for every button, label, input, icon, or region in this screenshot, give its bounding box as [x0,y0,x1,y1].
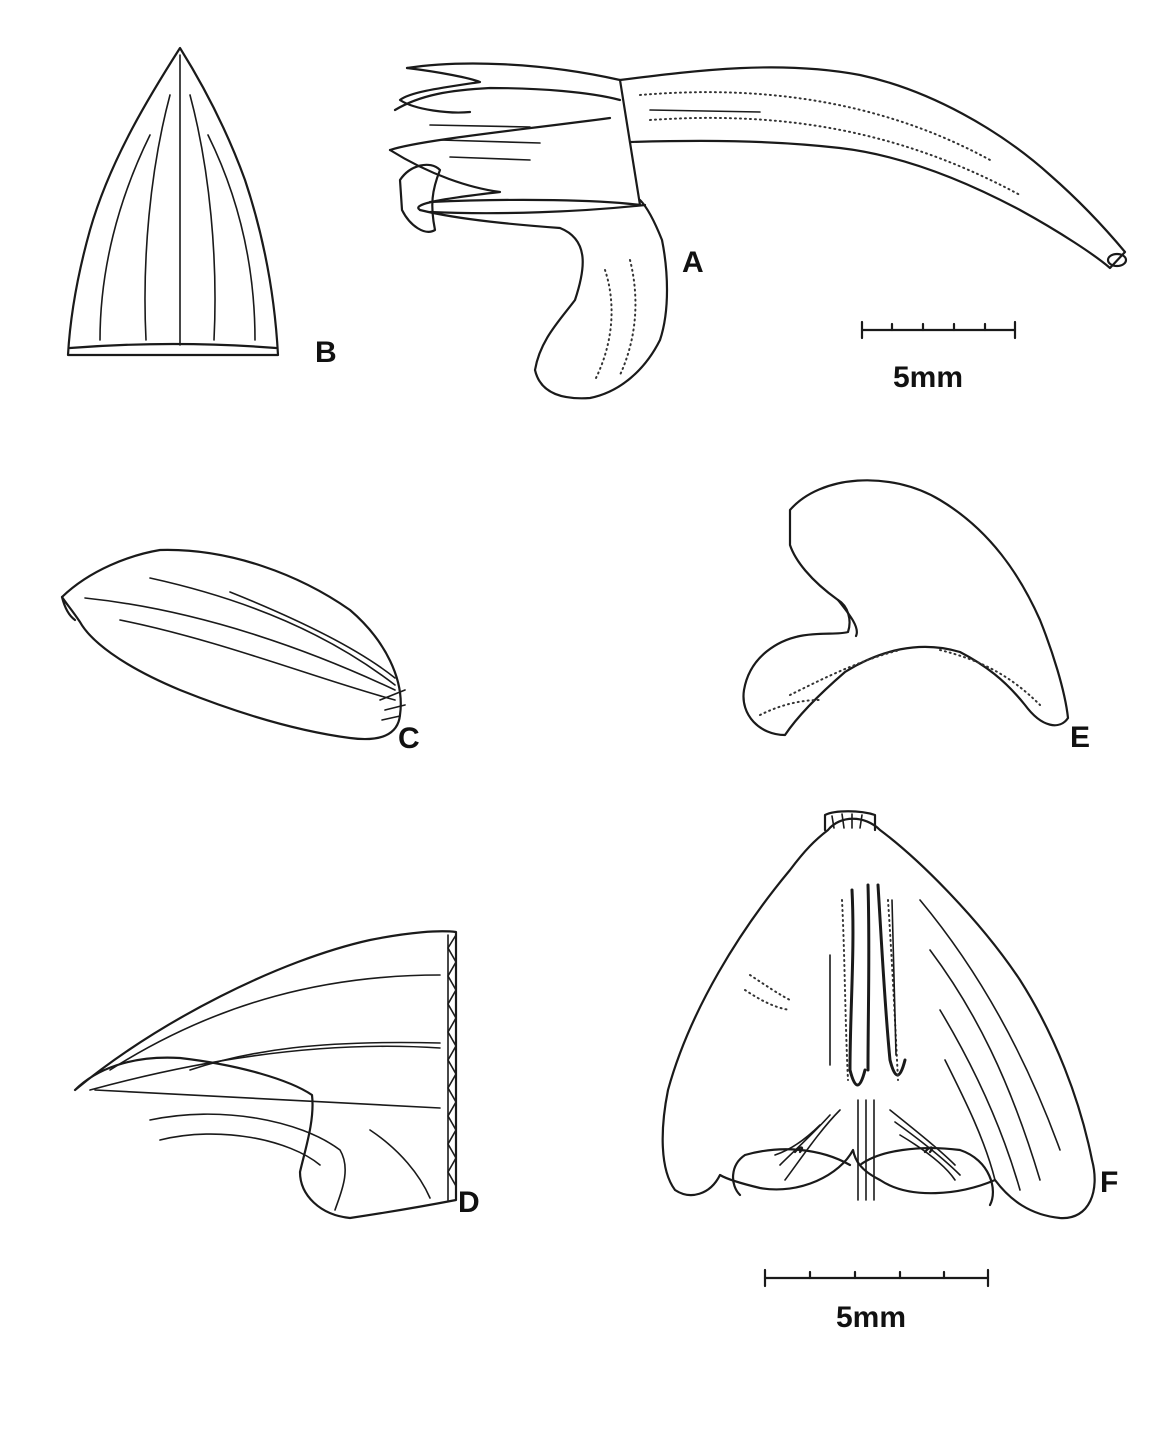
figure-e-lip-lateral [742,479,1070,737]
label-b: B [315,336,337,369]
label-f: F [1100,1166,1119,1199]
label-e: E [1070,721,1091,754]
scale-bar-top-label: 5mm [893,361,964,394]
figure-f-lip-spread [661,810,1096,1220]
figure-c-petal [60,548,406,741]
scale-bar-bottom [763,1268,990,1288]
figure-b-dorsal-sepal [66,46,280,357]
label-d: D [458,1186,480,1219]
label-a: A [682,246,704,279]
label-c: C [398,722,420,755]
scale-bar-bottom-label: 5mm [836,1301,907,1334]
figure-d-lateral-sepal [73,930,458,1220]
figure-a-flower-lateral [388,62,1128,400]
scale-bar-top [860,320,1017,340]
